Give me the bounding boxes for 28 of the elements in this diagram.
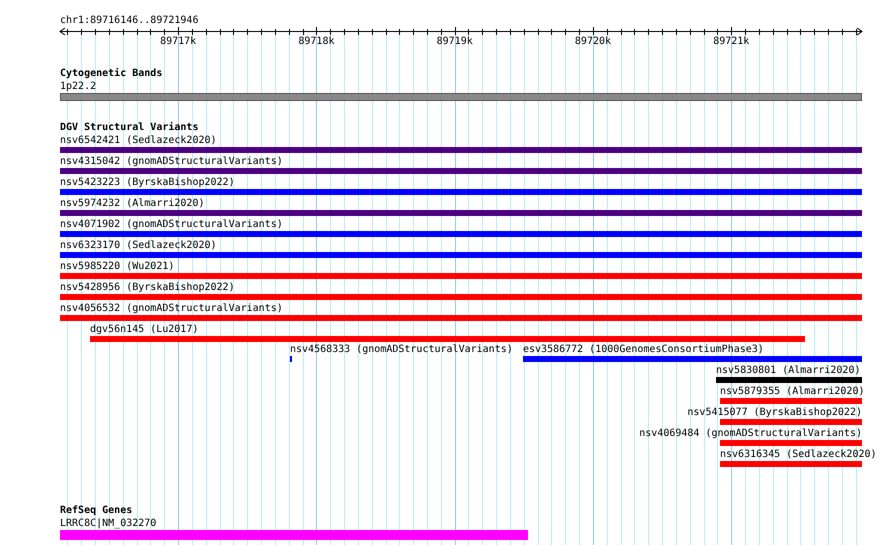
feature-label: nsv6323170 (Sedlazeck2020) xyxy=(60,240,217,251)
tick-label: 89718k xyxy=(298,36,334,47)
feature-label: nsv4069484 (gnomADStructuralVariants) xyxy=(639,428,862,439)
feature-label: esv3586772 (1000GenomesConsortiumPhase3) xyxy=(523,344,764,355)
feature-label: LRRC8C|NM_032270 xyxy=(60,518,156,529)
feature-label: nsv5985220 (Wu2021) xyxy=(60,261,174,272)
tick-label: 89720k xyxy=(574,36,612,47)
feature-label: nsv4056532 (gnomADStructuralVariants) xyxy=(60,303,283,314)
track-title: Cytogenetic Bands xyxy=(60,68,162,79)
feature-label: nsv5428956 (ByrskaBishop2022) xyxy=(60,282,235,293)
track-title: DGV Structural Variants xyxy=(60,122,198,133)
feature-label: nsv5974232 (Almarri2020) xyxy=(60,198,204,209)
band-label: 1p22.2 xyxy=(60,81,96,92)
feature-label: nsv5415077 (ByrskaBishop2022) xyxy=(687,407,862,418)
tick-label: 89717k xyxy=(160,36,196,47)
track-title: RefSeq Genes xyxy=(60,505,132,516)
feature-label: nsv5830801 (Almarri2020) xyxy=(716,365,860,376)
feature-label: nsv5423223 (ByrskaBishop2022) xyxy=(60,177,235,188)
feature-label: nsv6542421 (Sedlazeck2020) xyxy=(60,135,217,146)
feature-label: nsv4315042 (gnomADStructuralVariants) xyxy=(60,156,283,167)
feature-label: nsv6316345 (Sedlazeck2020) xyxy=(720,449,877,460)
tick-label: 89719k xyxy=(436,36,473,47)
position-label: chr1:89716146..89721946 xyxy=(60,15,198,26)
feature-label: nsv4568333 (gnomADStructuralVariants) xyxy=(290,344,513,355)
feature-label: dgv56n145 (Lu2017) xyxy=(90,324,198,335)
tick-label: 89721k xyxy=(713,36,750,47)
feature-label: nsv5879355 (Almarri2020) xyxy=(720,386,864,397)
feature-label: nsv4071902 (gnomADStructuralVariants) xyxy=(60,219,283,230)
